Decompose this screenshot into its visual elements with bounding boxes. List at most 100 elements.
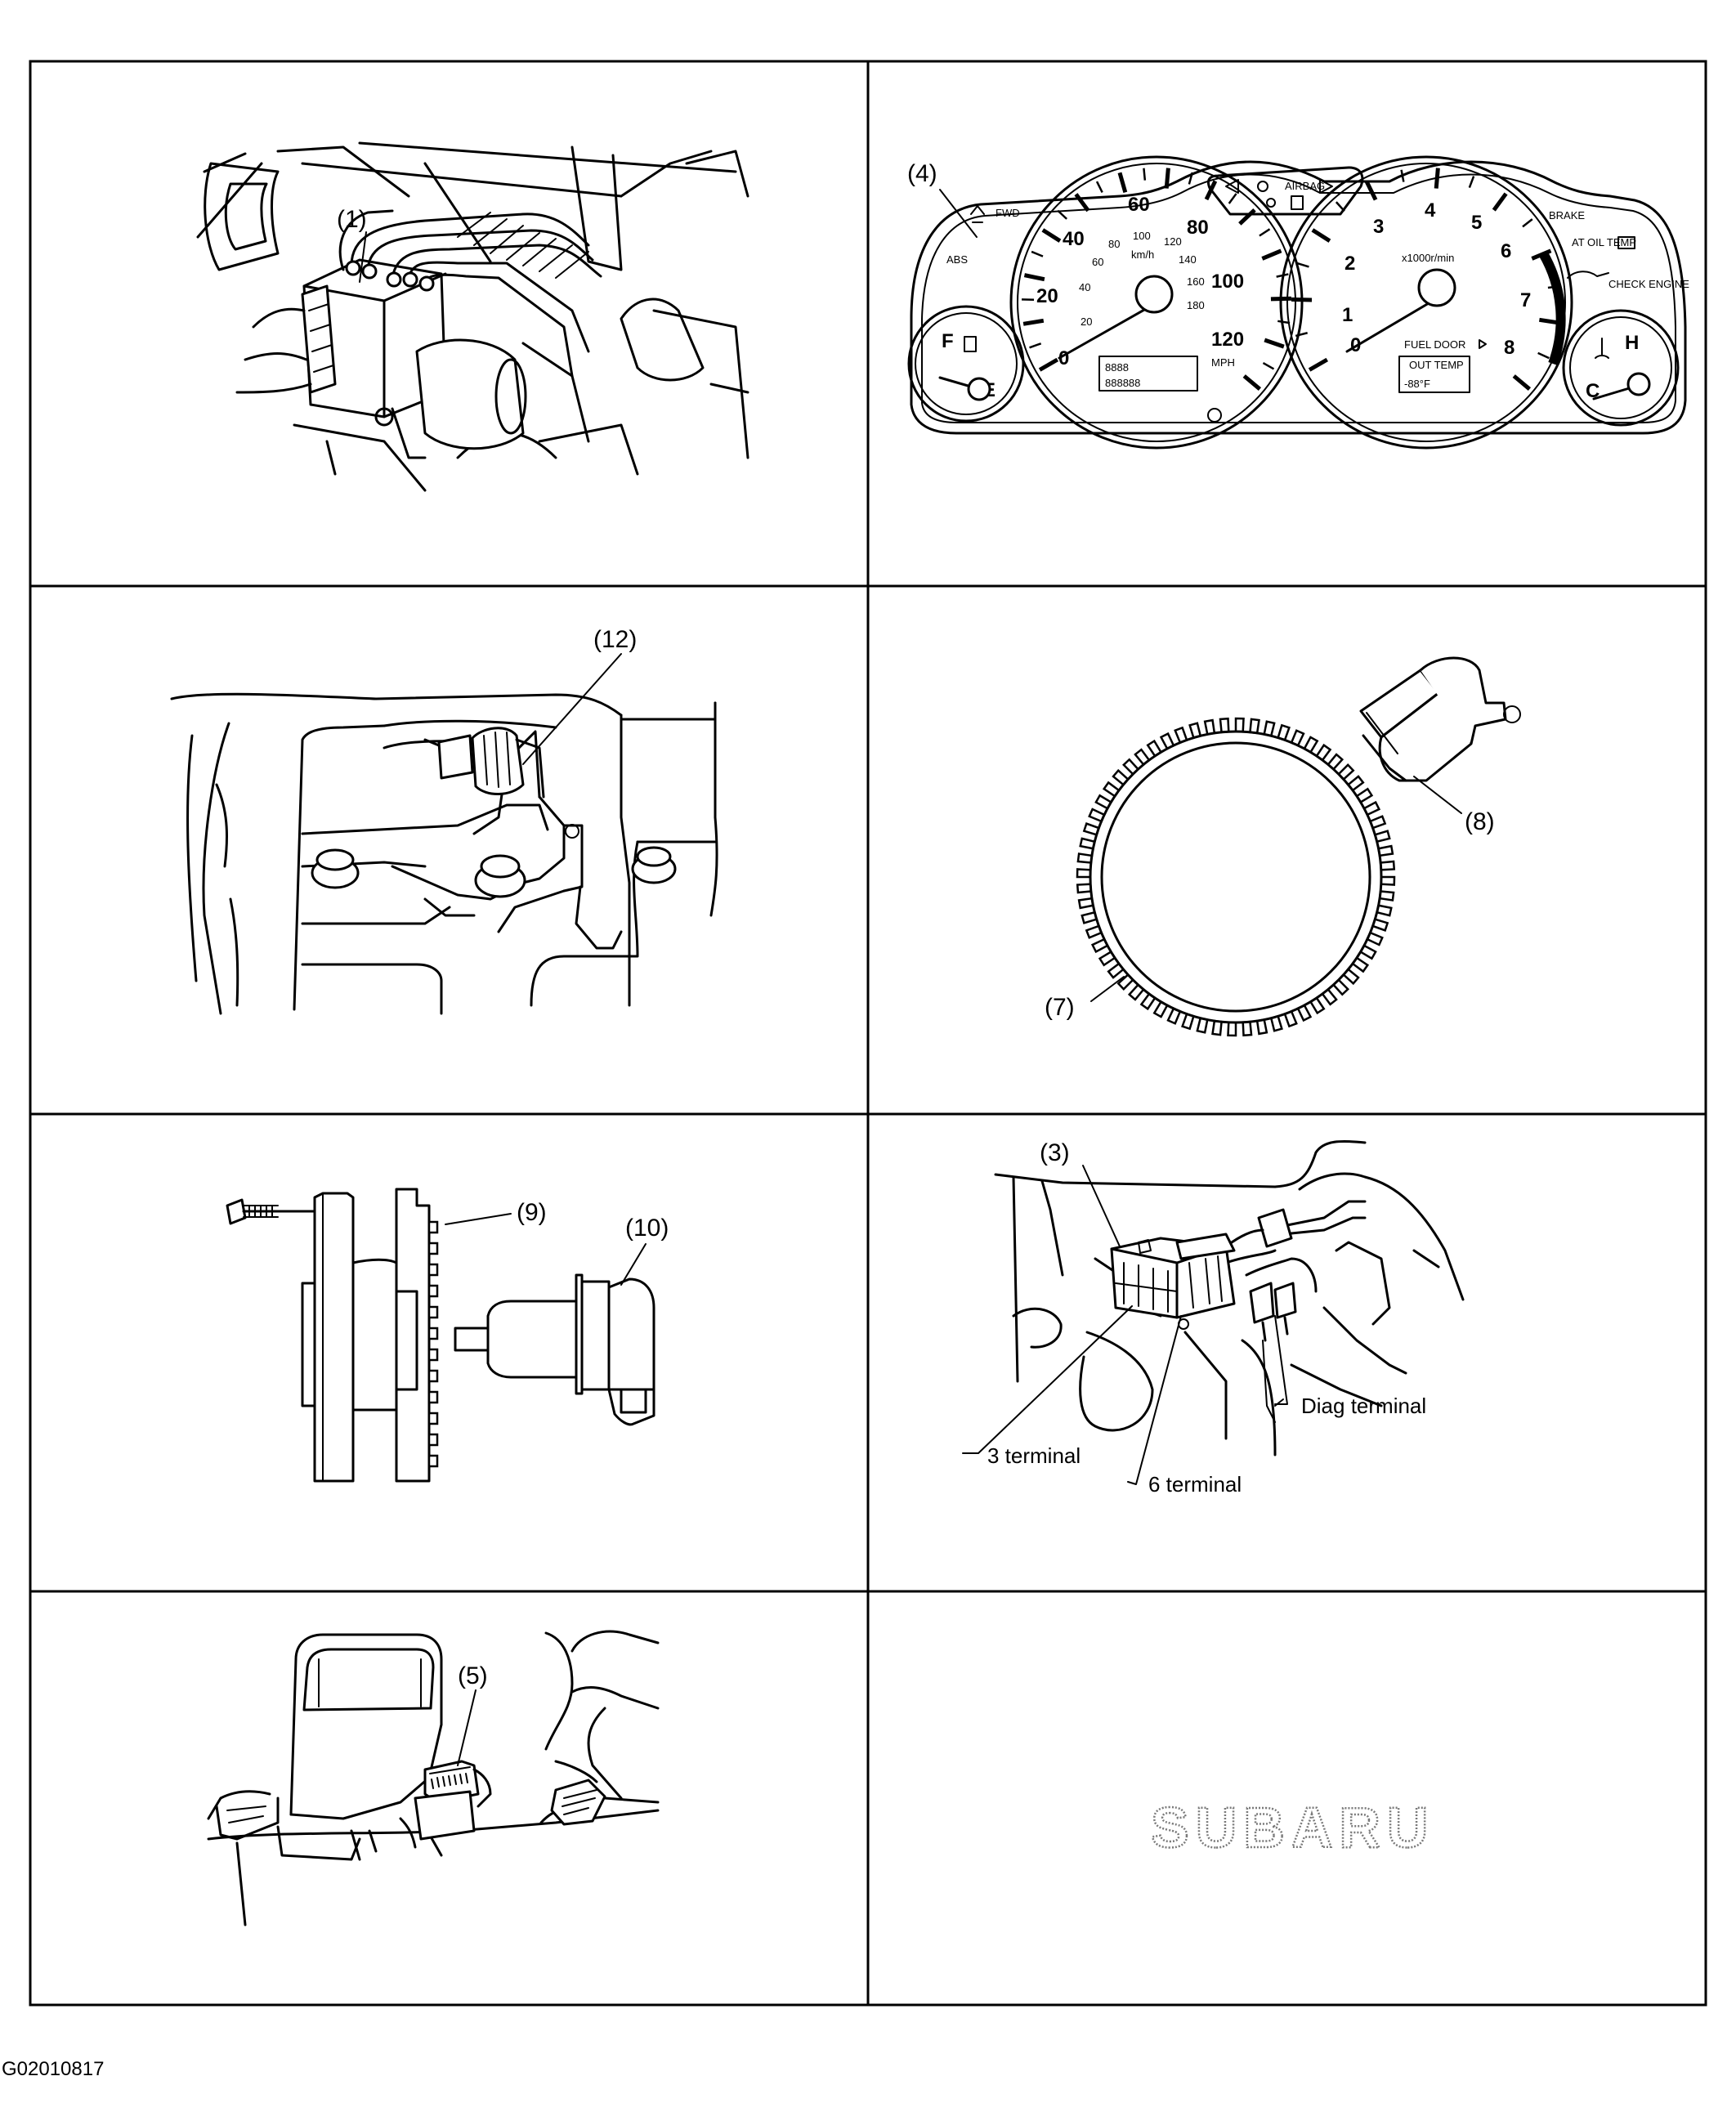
gauge-tick <box>1335 201 1345 213</box>
gauge-tick <box>1295 332 1309 338</box>
mph-unit: MPH <box>1211 356 1235 369</box>
rotor-tooth <box>427 1412 439 1425</box>
warning-brake: BRAKE <box>1549 209 1585 221</box>
rotor-tooth <box>427 1454 439 1468</box>
diag-terminal-label: Diag terminal <box>1301 1394 1426 1418</box>
panel-data-link-connector: (5) <box>207 1630 660 1926</box>
warning-abs: ABS <box>946 253 968 266</box>
odometer: 8888 <box>1105 361 1129 374</box>
gauge-tick <box>1434 168 1440 189</box>
panel-grid <box>29 60 1707 2007</box>
tone-tooth <box>1076 868 1092 879</box>
panel-combination-meter: AIRBAG FWD ABS BRAKE AT OIL TEMP CHECK E… <box>907 155 1689 450</box>
figure-code: G02010817 <box>2 2058 105 2080</box>
panel-subaru-logo: SUBARU <box>1150 1795 1434 1861</box>
kmh-180: 180 <box>1187 299 1205 311</box>
rotor-teeth <box>427 1220 439 1468</box>
gauge-tick <box>1057 209 1067 220</box>
warning-airbag: AIRBAG <box>1285 180 1325 192</box>
rotor-tooth <box>427 1369 439 1383</box>
temp-cold: C <box>1586 380 1600 402</box>
tacho-8: 8 <box>1504 337 1515 359</box>
tone-tooth <box>1380 875 1396 886</box>
tacho-5: 5 <box>1471 212 1482 234</box>
gauge-tick <box>1074 193 1090 213</box>
rotor-tooth <box>427 1284 439 1298</box>
gauge-tick <box>1531 248 1552 261</box>
gauge-tick <box>1038 357 1059 372</box>
callout-3: (3) <box>1040 1139 1070 1166</box>
gauge-tick <box>1308 357 1329 372</box>
gauge-tick <box>1188 172 1194 185</box>
tone-tooth <box>1076 883 1093 894</box>
gauge-tick <box>1041 228 1062 243</box>
tacho-6: 6 <box>1501 240 1511 262</box>
gauge-tick <box>1095 181 1103 194</box>
callout-5: (5) <box>458 1662 488 1689</box>
tone-tooth <box>1219 717 1230 734</box>
mph-60: 60 <box>1128 194 1150 216</box>
callout-4: (4) <box>907 160 937 187</box>
subaru-logo: SUBARU <box>1151 1796 1434 1859</box>
gauge-tick <box>1228 193 1237 204</box>
tripmeter: 888888 <box>1105 377 1140 389</box>
panel-diag-connector: Diag terminal 3 terminal 6 terminal (3) <box>962 1139 1465 1497</box>
gauge-tick <box>1364 180 1378 201</box>
kmh-120: 120 <box>1164 235 1182 248</box>
callout-9: (9) <box>517 1199 547 1226</box>
gauge-tick <box>1522 218 1533 228</box>
tone-tooth <box>1242 1020 1253 1037</box>
tacho-2: 2 <box>1345 253 1355 275</box>
warning-at-oil-temp: AT OIL TEMP <box>1572 236 1636 248</box>
mph-20: 20 <box>1036 285 1058 307</box>
panel-abs-hydraulic-unit: (1) <box>196 141 749 492</box>
tone-wheel-teeth <box>1076 717 1396 1037</box>
panel-tone-wheel: (8) (7) <box>1045 656 1521 1037</box>
tacho-numbers: 0 1 2 3 4 5 6 7 8 <box>1342 199 1531 359</box>
gauge-tick <box>1261 248 1282 261</box>
gauge-tick <box>1277 320 1291 324</box>
gauge-tick <box>1031 250 1044 257</box>
rotor-tooth <box>427 1348 439 1362</box>
mph-80: 80 <box>1187 217 1209 239</box>
tone-tooth <box>1249 718 1260 735</box>
callout-12: (12) <box>593 626 637 653</box>
tacho-1: 1 <box>1342 304 1353 326</box>
mph-120: 120 <box>1211 329 1244 351</box>
panel-rotor-sensor: (9) (10) <box>226 1188 669 1483</box>
gauge-tick <box>1538 317 1560 325</box>
rotor-tooth <box>427 1327 439 1340</box>
rotor-tooth <box>427 1242 439 1255</box>
tacho-ticks <box>1291 168 1560 391</box>
gauge-tick <box>1512 374 1532 391</box>
fuel-full: F <box>942 330 954 352</box>
gauge-tick <box>1296 262 1309 268</box>
warning-fwd: FWD <box>996 207 1020 219</box>
rotor-tooth <box>427 1390 439 1404</box>
gauge-tick <box>1492 192 1508 212</box>
gauge-tick <box>1468 176 1475 189</box>
panel-g-sensor: (12) <box>170 626 718 1015</box>
kmh-160: 160 <box>1187 275 1205 288</box>
rotor-tooth <box>427 1305 439 1319</box>
mph-100: 100 <box>1211 271 1244 293</box>
rotor-tooth <box>427 1220 439 1234</box>
gauge-tick <box>1143 168 1147 181</box>
kmh-60: 60 <box>1092 256 1103 268</box>
rotor-tooth <box>427 1263 439 1277</box>
out-temp-label: OUT TEMP <box>1409 359 1464 371</box>
tone-tooth <box>1076 852 1094 864</box>
tacho-3: 3 <box>1373 216 1384 238</box>
gauge-tick <box>1022 318 1045 326</box>
gauge-tick <box>1117 172 1128 193</box>
gauge-tick <box>1023 273 1045 282</box>
gauge-tick <box>1311 228 1331 243</box>
gauge-tick <box>1400 169 1405 182</box>
tone-tooth <box>1234 717 1245 733</box>
callout-10: (10) <box>625 1215 669 1242</box>
callout-1: (1) <box>337 206 367 233</box>
temp-hot: H <box>1625 332 1639 354</box>
speedo-kmh-numbers: 20 40 60 80 100 120 140 160 180 <box>1079 230 1205 328</box>
terminal-3-label: 3 terminal <box>987 1443 1081 1468</box>
